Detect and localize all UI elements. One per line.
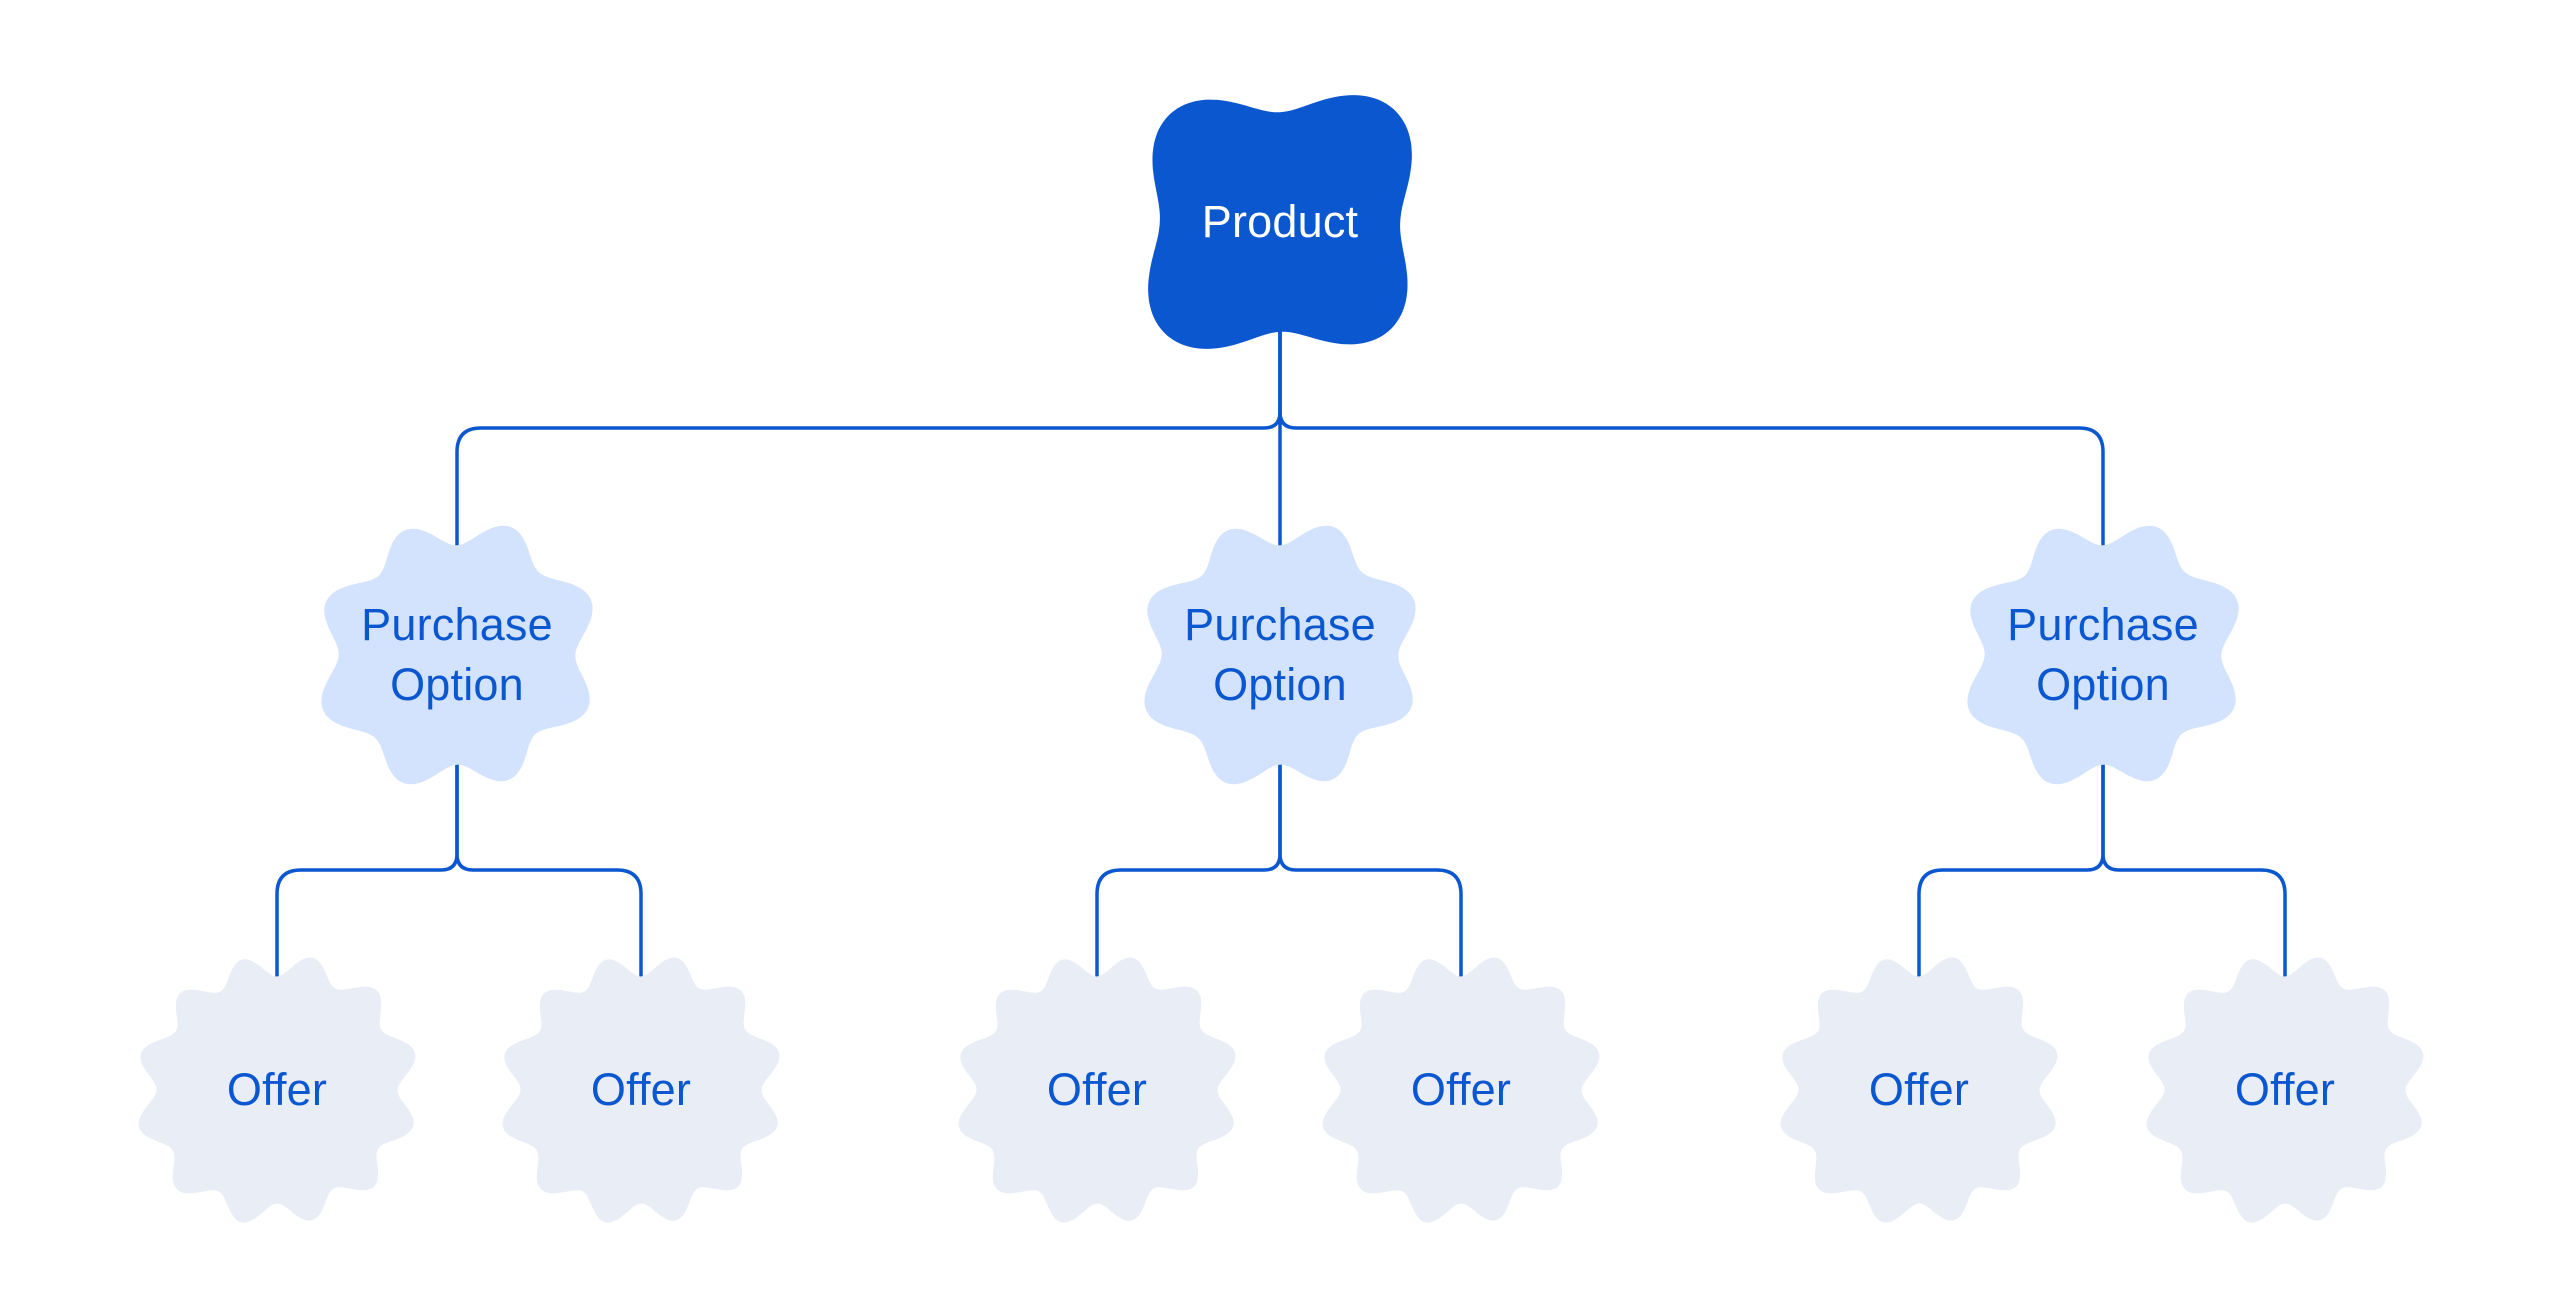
offer-label: Offer (1868, 1064, 1970, 1115)
product-label: Product (1201, 196, 1359, 247)
offer-blob-shape (958, 957, 1236, 1223)
offer-blob-shape (2146, 957, 2424, 1223)
offer-label: Offer (1046, 1064, 1148, 1115)
purchase-option-blob-shape (321, 525, 593, 785)
offer-label: Offer (226, 1064, 328, 1115)
offer-label: Offer (2234, 1064, 2336, 1115)
purchase-option-node: Purchase Option (307, 505, 607, 805)
product-blob-shape (1148, 95, 1412, 349)
purchase-option-blob-shape (1144, 525, 1416, 785)
offer-blob-shape (502, 957, 780, 1223)
offer-node: Offer (1769, 940, 2069, 1240)
offer-blob-shape (138, 957, 416, 1223)
offer-label: Offer (590, 1064, 692, 1115)
offer-node: Offer (491, 940, 791, 1240)
offer-node: Offer (127, 940, 427, 1240)
purchase-option-node: Purchase Option (1130, 505, 1430, 805)
offer-node: Offer (947, 940, 1247, 1240)
product-node: Product (1115, 57, 1445, 387)
offer-blob-shape (1780, 957, 2058, 1223)
offer-label: Offer (1410, 1064, 1512, 1115)
purchase-option-blob-shape (1967, 525, 2239, 785)
purchase-option-label: Purchase Option (2007, 599, 2199, 710)
offer-node: Offer (2135, 940, 2435, 1240)
offer-blob-shape (1322, 957, 1600, 1223)
purchase-option-node: Purchase Option (1953, 505, 2253, 805)
purchase-option-label: Purchase Option (361, 599, 553, 710)
offer-node: Offer (1311, 940, 1611, 1240)
purchase-option-label: Purchase Option (1184, 599, 1376, 710)
